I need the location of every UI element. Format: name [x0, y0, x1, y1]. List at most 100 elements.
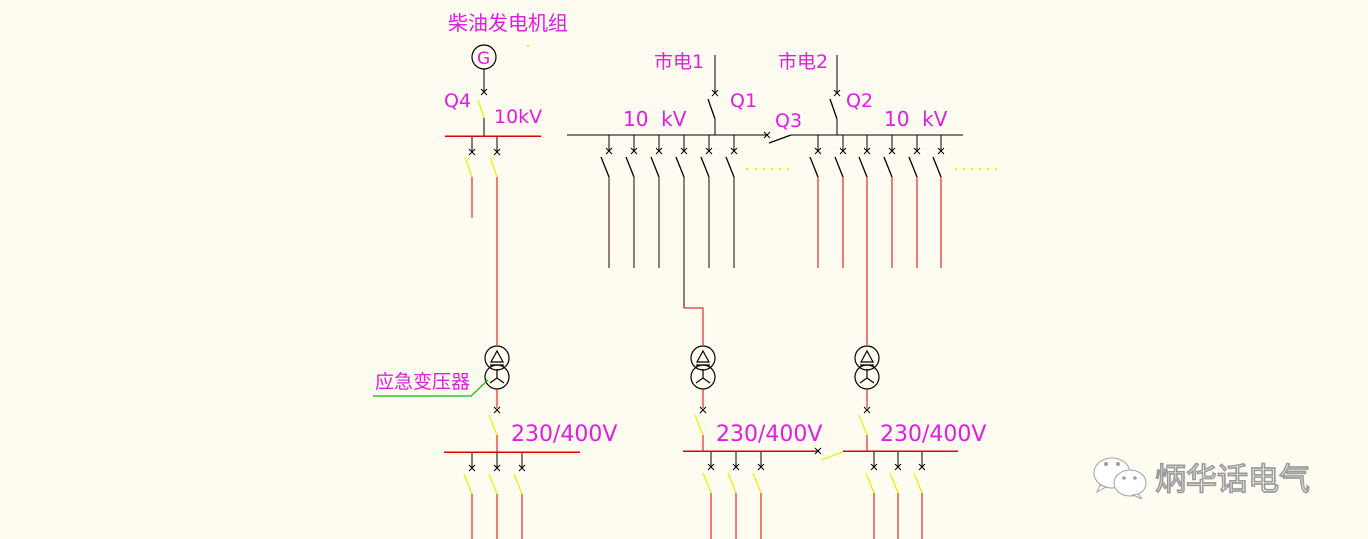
breaker-cross-icon	[605, 147, 613, 155]
switch-blade	[600, 156, 610, 178]
breaker-cross-icon	[918, 463, 926, 471]
lv-bus-2-feeder	[752, 451, 765, 539]
emergency-transformer-label: 应急变压器	[375, 371, 470, 393]
breaker-cross-icon	[937, 147, 945, 155]
switch-blade	[625, 156, 635, 178]
lv-bus-1-feeder	[513, 452, 526, 539]
q1-label: Q1	[730, 90, 757, 112]
lv-bus-3-feeder	[865, 451, 878, 539]
gen-feeder-2	[489, 136, 501, 345]
breaker-cross-icon	[894, 463, 902, 471]
bus-2-feeder	[834, 135, 847, 268]
switch-blade	[932, 156, 942, 178]
watermark-text: 炳华话电气	[1155, 462, 1310, 498]
bus-1-feeder	[650, 135, 663, 268]
transformer-3	[854, 345, 880, 452]
switch-blade	[865, 472, 875, 494]
watermark: 炳华话电气	[1093, 457, 1310, 500]
lv-voltage-label-1: 230/400V	[511, 422, 617, 447]
breaker-cross-icon	[680, 147, 688, 155]
utility-1-section: 市电1 Q1 10 kV	[623, 51, 757, 135]
bus-2-feeder	[932, 135, 945, 268]
utility-1-label: 市电1	[654, 51, 704, 73]
switch-blade	[752, 472, 762, 494]
q4-label: Q4	[444, 90, 471, 112]
lv-bus-1-feeder	[463, 452, 476, 539]
switch-blade	[809, 156, 819, 178]
switch-blade	[702, 472, 712, 494]
emergency-transformer-leader	[373, 379, 489, 397]
bus-1-feeder	[725, 135, 738, 268]
breaker-cross-icon	[814, 147, 822, 155]
breaker-cross-icon	[630, 147, 638, 155]
transformer-2	[690, 345, 716, 452]
switch-blade	[913, 472, 923, 494]
wechat-icon	[1093, 457, 1147, 500]
gen-feeder-1	[464, 136, 476, 218]
switch-blade	[883, 156, 893, 178]
switch-blade	[700, 156, 710, 178]
lv-tie-breaker	[814, 447, 844, 461]
ellipsis-bus-2	[955, 168, 997, 170]
switch-blade	[463, 473, 473, 495]
breaker-cross-icon	[730, 147, 738, 155]
tie-breaker-q3	[763, 131, 792, 144]
bus-1-feeder	[675, 135, 688, 268]
breaker-cross-icon	[732, 463, 740, 471]
switch-blade	[727, 472, 737, 494]
switch-blade	[908, 156, 918, 178]
breaker-cross-icon	[757, 463, 765, 471]
bus2-voltage-label: 10 kV	[884, 107, 948, 131]
q2-label: Q2	[846, 90, 873, 112]
breaker-q2	[833, 89, 841, 97]
breaker-cross-icon	[655, 147, 663, 155]
bus-1-feeder	[625, 135, 638, 268]
bus-1-feeder	[600, 135, 613, 268]
gen-bus-voltage-label: 10kV	[494, 106, 542, 128]
generator-set-label: 柴油发电机组	[448, 11, 568, 35]
delta-winding-icon	[854, 345, 880, 371]
lv-bus-2-feeder	[727, 451, 740, 539]
bus-2-feeder	[858, 135, 871, 268]
lv-voltage-label-2: 230/400V	[716, 422, 822, 447]
bus-2-feeder	[883, 135, 896, 268]
lv-bus-2-feeder	[702, 451, 715, 539]
breaker-cross-icon	[468, 464, 476, 472]
bus-1-feeders	[600, 135, 738, 268]
lv-bus-3-feeder	[913, 451, 926, 539]
bus-1-feeder	[700, 135, 713, 268]
stray-dot	[527, 45, 529, 47]
lv-voltage-label-3: 230/400V	[880, 422, 986, 447]
switch-blade	[725, 156, 735, 178]
lv-bus-3-feeder	[889, 451, 902, 539]
breaker-cross-icon	[863, 147, 871, 155]
switch-blade	[889, 472, 899, 494]
breaker-cross-icon	[493, 464, 501, 472]
switch-blade	[513, 473, 523, 495]
q3-label: Q3	[775, 110, 802, 132]
breaker-cross-icon	[518, 464, 526, 472]
lv-bus-1-feeder	[488, 452, 501, 539]
delta-winding-icon	[484, 345, 510, 371]
emergency-transformer	[484, 345, 510, 452]
switch-blade	[858, 156, 868, 178]
switch-blade	[488, 473, 498, 495]
breaker-cross-icon	[888, 147, 896, 155]
generator-g-label: G	[477, 49, 490, 69]
switch-blade	[834, 156, 844, 178]
breaker-cross-icon	[839, 147, 847, 155]
breaker-cross-icon	[913, 147, 921, 155]
bus-2-feeder	[809, 135, 822, 268]
switch-blade	[675, 156, 685, 178]
tr2-feeder-red	[684, 307, 704, 345]
breaker-q4	[477, 88, 488, 119]
generator-section: 柴油发电机组 G Q4 10kV	[444, 11, 568, 345]
switch-blade	[650, 156, 660, 178]
bus-2-feeders	[809, 135, 945, 268]
bus1-voltage-label: 10 kV	[623, 107, 687, 131]
breaker-cross-icon	[705, 147, 713, 155]
breaker-q1	[711, 89, 719, 97]
delta-winding-icon	[690, 345, 716, 371]
breaker-cross-icon	[707, 463, 715, 471]
